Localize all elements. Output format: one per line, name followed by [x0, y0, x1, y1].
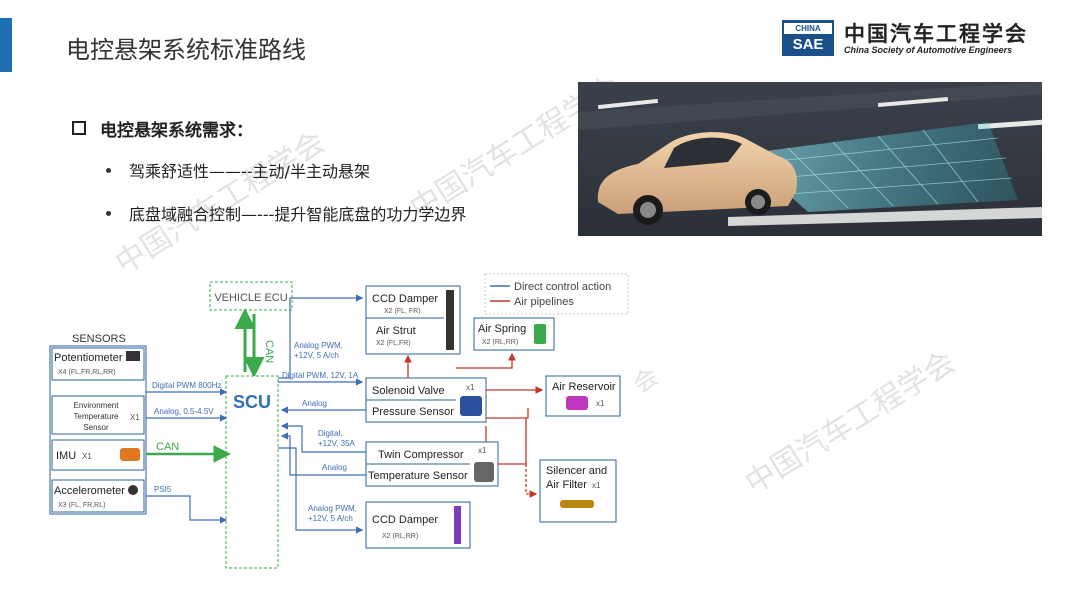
digital-pwm-1a-label: Digital PWM, 12V, 1A — [282, 371, 359, 380]
env-temp-line3: Sensor — [83, 423, 109, 432]
digital-35a-label1: Digital, — [318, 429, 342, 438]
ccd-front-note: X2 (FL, FR) — [384, 308, 421, 315]
analog-range-label: Analog, 0.5-4.5V — [154, 407, 214, 416]
sensor-accelerometer — [51, 479, 145, 513]
car-illustration — [578, 82, 1042, 236]
requirements-heading-text: 电控悬架系统需求： — [100, 121, 253, 141]
sensor-env-temp — [51, 395, 145, 435]
potentiometer-icon — [126, 351, 140, 361]
solenoid-icon — [460, 396, 482, 416]
digital-35a-label2: +12V, 35A — [318, 439, 356, 448]
twin-compressor-label: Twin Compressor — [378, 449, 464, 461]
ccd-front-box — [365, 285, 461, 355]
legend: Direct control action Air pipelines — [484, 273, 629, 315]
watermark: 中国汽车工程学会 — [739, 344, 962, 502]
solenoid-label: Solenoid Valve — [372, 385, 445, 397]
pwm800-label: Digital PWM 800Hz — [152, 381, 221, 390]
silencer-line1: Silencer and — [546, 465, 607, 477]
analog-temp-label: Analog — [322, 463, 347, 472]
suspension-system-diagram: Direct control action Air pipelines VEHI… — [40, 268, 640, 582]
ccd-front-label: CCD Damper — [372, 293, 438, 305]
page-title: 电控悬架系统标准路线 — [66, 36, 306, 64]
scu-label: SCU — [233, 392, 271, 412]
legend-air-label: Air pipelines — [514, 296, 574, 308]
silencer-box — [539, 459, 617, 523]
rear-damper-icon — [454, 506, 461, 544]
potentiometer-note: X4 (FL,FR,RL,RR) — [58, 369, 116, 376]
air-strut-note: X2 (FL,FR) — [376, 340, 411, 347]
analog-pwm-bottom-label1: Analog PWM, — [308, 504, 357, 513]
bullet-item: 底盘域融合控制—---提升智能底盘的功力学边界 — [106, 201, 466, 225]
potentiometer-label: Potentiometer — [54, 352, 123, 364]
vehicle-ecu-label: VEHICLE ECU — [214, 292, 287, 304]
logo-name-cn: 中国汽车工程学会 — [844, 22, 1028, 46]
analog-pwm-bottom-arrow — [278, 447, 364, 534]
can-sensor-label: CAN — [156, 441, 179, 453]
analog-pwm-top-arrow — [278, 294, 364, 379]
air-spring-note: X2 (RL,RR) — [482, 339, 518, 346]
analog-temp-arrow — [280, 432, 366, 476]
car-sensing-image — [578, 82, 1042, 236]
can-vertical-label: CAN — [263, 340, 275, 363]
analog-pwm-top-label2: +12V, 5 A/ch — [294, 351, 339, 360]
accelerometer-label: Accelerometer — [54, 485, 125, 497]
analog-pwm-top-label1: Analog PWM, — [294, 341, 343, 350]
accelerometer-icon — [128, 485, 138, 495]
env-temp-line1: Environment — [74, 401, 120, 410]
air-reservoir-label: Air Reservoir — [552, 381, 616, 393]
logo-emblem-bottom: SAE — [792, 36, 824, 53]
sensors-title: SENSORS — [72, 333, 126, 345]
checkbox-bullet-icon — [72, 121, 86, 135]
legend-control-label: Direct control action — [514, 281, 611, 293]
air-pipe-spring — [456, 352, 516, 369]
vehicle-ecu-box — [209, 281, 293, 311]
bullet-dot-icon — [106, 168, 111, 173]
env-temp-qty: X1 — [130, 413, 140, 422]
imu-label: IMU — [56, 450, 76, 462]
digital-35a-arrow — [280, 422, 366, 453]
temp-sensor-label: Temperature Sensor — [368, 470, 468, 482]
system-diagram-svg: Direct control action Air pipelines VEHI… — [49, 273, 629, 569]
bullet-dot-icon — [106, 211, 111, 216]
imu-qty: X1 — [82, 452, 92, 461]
silencer-qty: x1 — [592, 481, 601, 490]
solenoid-qty: x1 — [466, 383, 475, 392]
silencer-line2: Air Filter — [546, 479, 587, 491]
analog-pressure-label: Analog — [302, 399, 327, 408]
scu-box — [225, 375, 279, 569]
air-spring-label: Air Spring — [478, 323, 526, 335]
psi5-arrow — [146, 495, 228, 524]
compressor-icon — [474, 462, 494, 482]
csae-logo: CHINA SAE 中国汽车工程学会 China Society of Auto… — [782, 20, 1072, 60]
accelerometer-note: X3 (FL, FR,RL) — [58, 502, 105, 509]
imu-icon — [120, 448, 140, 461]
logo-emblem: CHINA SAE — [782, 20, 834, 56]
air-pipe-valve-link — [486, 408, 529, 419]
logo-emblem-top: CHINA — [784, 23, 832, 34]
bullet-text: 底盘域融合控制—---提升智能底盘的功力学边界 — [129, 205, 467, 224]
bullet-text: 驾乘舒适性——--主动/半主动悬架 — [129, 162, 370, 181]
silencer-icon — [560, 500, 594, 508]
air-spring-icon — [534, 324, 546, 344]
ccd-front-group: CCD Damper X2 (FL, FR) Air Strut X2 (FL,… — [365, 285, 461, 355]
env-temp-line2: Temperature — [74, 412, 119, 421]
requirements-heading: 电控悬架系统需求： — [72, 116, 253, 141]
accent-bar — [0, 18, 12, 72]
analog-pwm-bottom-label2: +12V, 5 A/ch — [308, 514, 353, 523]
ccd-rear-label: CCD Damper — [372, 514, 438, 526]
air-strut-label: Air Strut — [376, 325, 416, 337]
logo-name-en: China Society of Automotive Engineers — [844, 45, 1013, 55]
air-reservoir-icon — [566, 396, 588, 410]
air-pipe-silencer — [525, 464, 538, 498]
legend-frame — [484, 273, 629, 315]
psi5-label: PSI5 — [154, 485, 172, 494]
twin-compressor-qty: x1 — [478, 446, 487, 455]
strut-icon — [446, 290, 454, 350]
pressure-label: Pressure Sensor — [372, 406, 454, 418]
air-reservoir-qty: x1 — [596, 399, 605, 408]
bullet-item: 驾乘舒适性——--主动/半主动悬架 — [106, 158, 370, 182]
ccd-rear-box — [365, 501, 471, 549]
air-pipe-compressor-up — [498, 418, 527, 465]
ccd-rear-note: X2 (RL,RR) — [382, 533, 418, 540]
